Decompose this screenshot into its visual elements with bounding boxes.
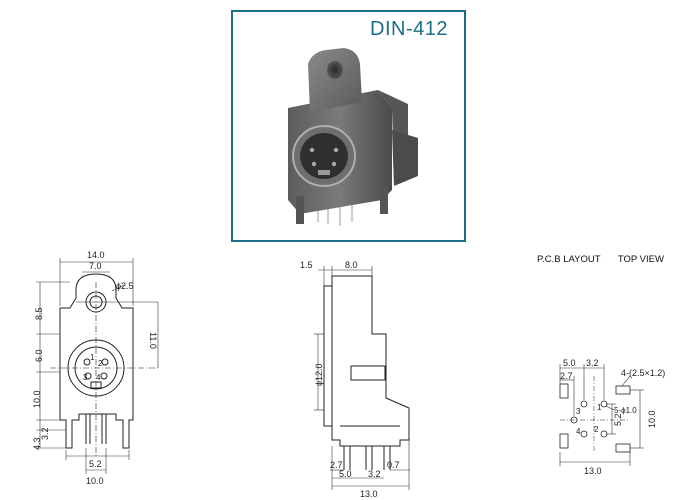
pcb-pin-1: 1 xyxy=(597,403,602,412)
front-dim-width-mid: 7.0 xyxy=(89,261,102,271)
front-dim-hole-dia: ϕ2.5 xyxy=(116,281,134,291)
front-pin-4: 4 xyxy=(96,373,101,382)
side-dim-labels: 1.5 8.0 ϕ12.0 2.7 0.7 5.0 3.2 13.0 xyxy=(300,260,400,499)
front-dim-labels: 14.0 7.0 ϕ2.5 8.5 11.0 6.0 10.0 3.2 4.3 … xyxy=(32,250,158,486)
pcb-hole xyxy=(580,430,588,438)
pcb-layout-label: P.C.B LAYOUT xyxy=(537,254,601,265)
connector-photo xyxy=(288,48,418,226)
top-view-label: TOP VIEW xyxy=(617,254,664,265)
pcb-pin-2: 2 xyxy=(594,425,599,434)
pcb-dim-pad-spec: 4-(2.5×1.2) xyxy=(621,368,665,378)
front-dim-width-top: 14.0 xyxy=(87,250,105,260)
front-dim-width-bottom: 10.0 xyxy=(86,476,104,486)
side-outline xyxy=(323,275,410,447)
front-dim-h-top: 8.5 xyxy=(34,307,44,320)
front-dimensions xyxy=(36,258,159,474)
pcb-layout-heading: P.C.B LAYOUT TOP VIEW xyxy=(537,254,664,265)
pcb-dim-h2: 10.0 xyxy=(647,410,657,428)
pcb-dim-h1: 5.2 xyxy=(613,413,623,426)
pcb-pin-4: 4 xyxy=(576,427,581,436)
pcb-hole xyxy=(580,400,588,408)
pcb-dim-labels: 5.0 3.2 2.7 4-(2.5×1.2) 5-ϕ1.0 5.2 10.0 … xyxy=(560,358,665,476)
front-pin-2: 2 xyxy=(98,359,103,368)
front-pin-1: 1 xyxy=(90,353,95,362)
photo-mount-hole xyxy=(327,61,343,79)
photo-top-tab xyxy=(308,48,362,112)
pcb-dim-hole-spec: 5-ϕ1.0 xyxy=(614,406,637,415)
side-dim-top-width: 8.0 xyxy=(345,260,358,270)
pcb-dim-w1: 5.0 xyxy=(563,358,576,368)
front-outline xyxy=(59,273,134,449)
side-dim-b3: 5.0 xyxy=(339,469,352,479)
pcb-pad xyxy=(559,433,569,449)
front-dim-h-right: 11.0 xyxy=(148,332,158,349)
side-dim-b5: 13.0 xyxy=(360,489,378,499)
front-dim-h-lower: 10.0 xyxy=(32,390,42,408)
side-dim-b4: 3.2 xyxy=(368,469,381,479)
front-view xyxy=(50,273,158,456)
pcb-dimensions xyxy=(559,364,644,466)
pcb-dim-w2: 3.2 xyxy=(586,358,599,368)
product-title: DIN-412 xyxy=(370,18,448,40)
pcb-pad xyxy=(615,385,631,395)
front-pin-3: 3 xyxy=(83,373,88,382)
side-view xyxy=(323,275,410,470)
front-dim-pin-span: 5.2 xyxy=(89,459,102,469)
side-dim-height: ϕ12.0 xyxy=(314,363,324,386)
pcb-pad xyxy=(615,443,631,453)
front-dim-h-mid: 6.0 xyxy=(34,349,44,362)
pcb-dim-off: 2.7 xyxy=(560,371,573,381)
side-dimensions xyxy=(314,266,410,490)
pcb-pad xyxy=(559,383,569,399)
side-dim-b2: 0.7 xyxy=(387,460,400,470)
side-dim-offset: 1.5 xyxy=(300,260,313,270)
front-dim-h-bottom: 4.3 xyxy=(32,437,42,450)
pcb-dim-total: 13.0 xyxy=(584,466,602,476)
side-dim-b1: 2.7 xyxy=(330,460,343,470)
front-dim-h-pin: 3.2 xyxy=(40,427,50,440)
pcb-pin-3: 3 xyxy=(576,407,581,416)
